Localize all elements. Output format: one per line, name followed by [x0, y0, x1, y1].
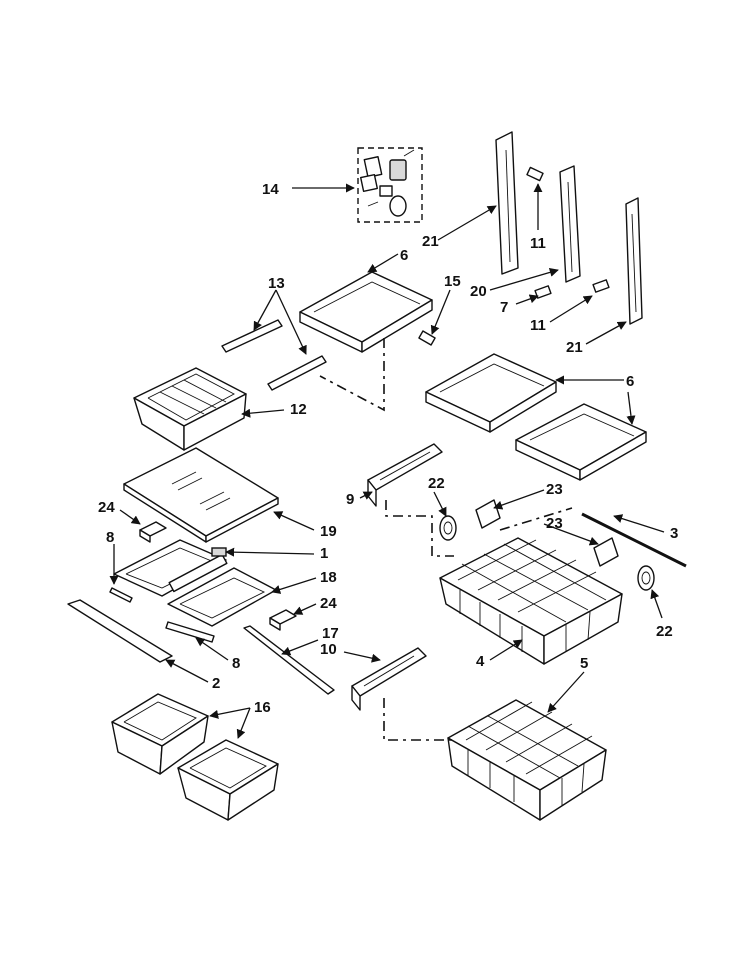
rail-21-left	[495, 131, 519, 275]
trim-8-right	[165, 621, 215, 643]
crisper-frame-18	[113, 539, 277, 627]
callout-24-right: 24	[320, 595, 337, 612]
pan-12	[133, 367, 247, 451]
callout-8-left: 8	[106, 529, 114, 546]
basket-5	[447, 699, 607, 821]
rod-17	[243, 625, 335, 695]
callout-17: 17	[322, 625, 339, 642]
callout-11-bottom: 11	[530, 317, 546, 334]
callout-23-bottom: 23	[546, 515, 563, 532]
crisper-16-right	[177, 739, 279, 821]
divider-1	[211, 547, 227, 557]
shelf-6-bottom	[515, 403, 647, 481]
callout-1: 1	[320, 545, 328, 562]
callout-8-right: 8	[232, 655, 240, 672]
callout-22-left: 22	[428, 475, 445, 492]
callout-18: 18	[320, 569, 337, 586]
block-24-left	[139, 521, 167, 543]
callout-21-right: 21	[566, 339, 583, 356]
assembly-lines	[319, 338, 573, 741]
callout-24-left: 24	[98, 499, 115, 516]
gear-22-left	[439, 515, 457, 541]
slide-13-left	[221, 319, 283, 353]
screw-11-bottom	[592, 279, 610, 293]
callout-6-top: 6	[400, 247, 408, 264]
callout-21-left: 21	[422, 233, 439, 250]
callout-2: 2	[212, 675, 220, 692]
basket-4	[439, 537, 623, 665]
rod-3	[581, 512, 687, 568]
glass-shelf-19	[123, 447, 279, 543]
callouts: 14 21 11 6 15 20 7 11 21 13 12 6 9 22 23…	[98, 181, 678, 716]
shelf-6-middle	[425, 353, 557, 433]
screw-15	[418, 330, 436, 346]
screw-7	[534, 285, 552, 299]
callout-4: 4	[476, 653, 485, 670]
rail-20	[559, 165, 581, 283]
gear-22-right	[637, 565, 655, 591]
parts-kit-14	[357, 147, 423, 223]
trim-8-left	[109, 587, 133, 603]
callout-10: 10	[320, 641, 337, 658]
bracket-23-left	[475, 499, 501, 529]
callout-3: 3	[670, 525, 678, 542]
block-24-right	[269, 609, 297, 631]
trim-2	[67, 599, 173, 663]
callout-11-top: 11	[530, 235, 546, 252]
crisper-16-left	[111, 693, 209, 775]
slide-13-right	[267, 355, 327, 391]
callout-9: 9	[346, 491, 354, 508]
rail-21-right	[625, 197, 643, 325]
leader-lines	[109, 183, 665, 739]
callout-13: 13	[268, 275, 285, 292]
support-10	[351, 647, 427, 711]
callout-7: 7	[500, 299, 508, 316]
callout-22-right: 22	[656, 623, 673, 640]
callout-6-middle: 6	[626, 373, 634, 390]
callout-23-top: 23	[546, 481, 563, 498]
callout-20: 20	[470, 283, 487, 300]
callout-5: 5	[580, 655, 588, 672]
callout-19: 19	[320, 523, 337, 540]
callout-16: 16	[254, 699, 271, 716]
screw-11-top	[526, 166, 544, 182]
shelf-6-top	[299, 271, 433, 353]
callout-14: 14	[262, 181, 279, 198]
callout-15: 15	[444, 273, 461, 290]
callout-12: 12	[290, 401, 307, 418]
bracket-23-right	[593, 537, 619, 567]
